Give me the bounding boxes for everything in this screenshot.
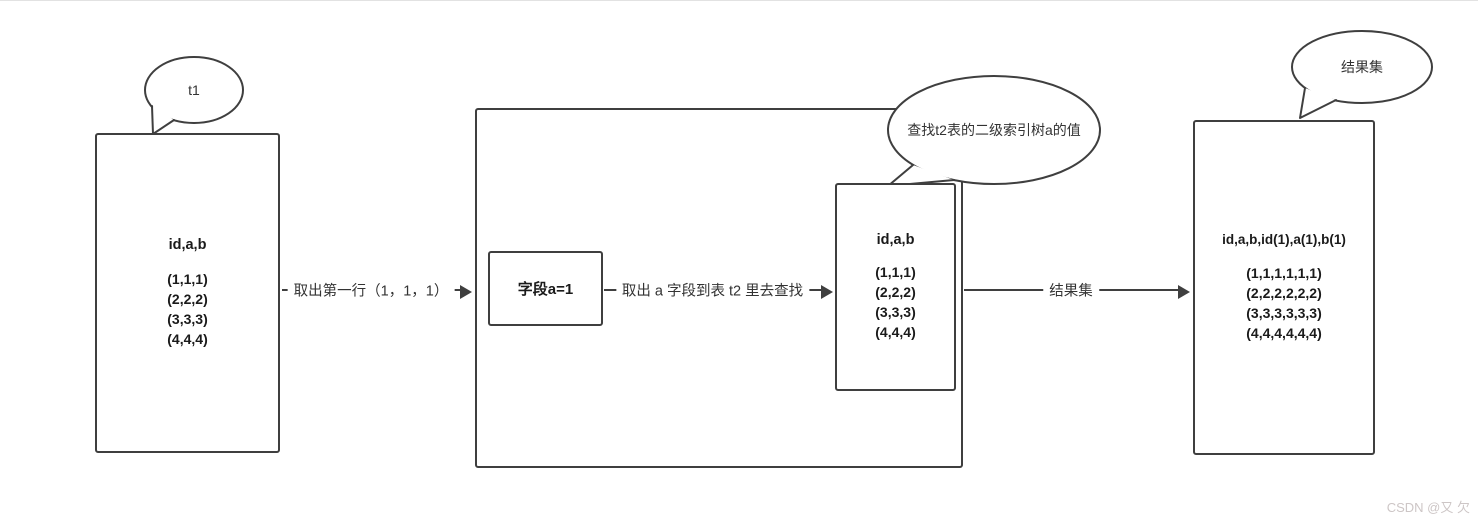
result-callout-bubble: [1291, 30, 1433, 119]
t2-table-row: (3,3,3): [875, 304, 916, 320]
t2-index-callout-label: 查找t2表的二级索引树a的值: [907, 122, 1081, 138]
arrow-result-set-label: 结果集: [1043, 279, 1099, 301]
result-callout-label: 结果集: [1341, 59, 1383, 75]
result-table-row: (1,1,1,1,1,1): [1246, 265, 1322, 281]
t1-table-row: (3,3,3): [167, 311, 208, 327]
arrow-fetch-first-row: 取出第一行（1，1，1）: [282, 279, 472, 301]
arrow-fetch-first-row-label: 取出第一行（1，1，1）: [287, 279, 455, 301]
result-table-row: (3,3,3,3,3,3): [1246, 305, 1322, 321]
field-condition-label: 字段a=1: [517, 281, 574, 298]
t1-callout-label: t1: [188, 82, 200, 98]
result-table-box: id,a,b,id(1),a(1),b(1) (1,1,1,1,1,1) (2,…: [1193, 120, 1375, 455]
result-table-header: id,a,b,id(1),a(1),b(1): [1222, 232, 1346, 247]
arrow-lookup-t2-label: 取出 a 字段到表 t2 里去查找: [615, 279, 810, 301]
arrow-lookup-t2: 取出 a 字段到表 t2 里去查找: [604, 279, 833, 301]
page-top-border: [0, 0, 1478, 1]
t2-index-table-box: id,a,b (1,1,1) (2,2,2) (3,3,3) (4,4,4): [835, 183, 956, 391]
arrow-result-set: 结果集: [964, 279, 1190, 301]
t1-table-row: (2,2,2): [167, 291, 208, 307]
t1-table-row: (1,1,1): [167, 271, 208, 287]
t1-table-header: id,a,b: [168, 237, 207, 253]
result-table-row: (2,2,2,2,2,2): [1246, 285, 1322, 301]
t1-table-row: (4,4,4): [167, 331, 208, 347]
t2-table-header: id,a,b: [876, 232, 915, 248]
t2-table-row: (1,1,1): [875, 264, 916, 280]
t1-table-box: id,a,b (1,1,1) (2,2,2) (3,3,3) (4,4,4): [95, 133, 280, 453]
result-table-row: (4,4,4,4,4,4): [1246, 325, 1322, 341]
t2-table-row: (2,2,2): [875, 284, 916, 300]
watermark: CSDN @又 欠: [1386, 500, 1470, 515]
field-condition-box: 字段a=1: [488, 251, 603, 326]
t2-table-row: (4,4,4): [875, 324, 916, 340]
